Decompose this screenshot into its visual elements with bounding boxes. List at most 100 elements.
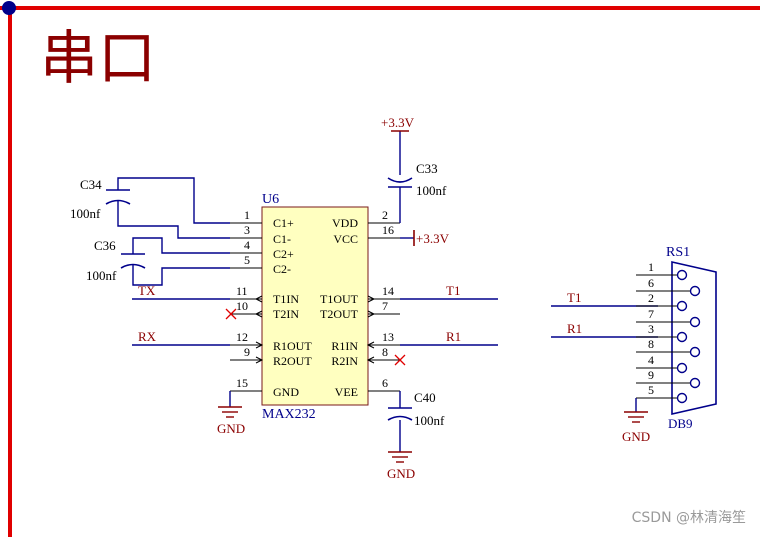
pin-num-13: 13 bbox=[382, 330, 394, 344]
pin-name-vee: VEE bbox=[335, 385, 358, 399]
c33-plate-top bbox=[387, 177, 413, 183]
c40-plate-bottom bbox=[387, 415, 413, 421]
pin-name-r2out: R2OUT bbox=[273, 354, 312, 368]
gnd-symbol-c40 bbox=[388, 451, 412, 463]
db9-pin-3 bbox=[676, 331, 688, 343]
db9-pin-7 bbox=[689, 316, 701, 328]
pin-name-r1in: R1IN bbox=[331, 339, 358, 353]
c34-ref: C34 bbox=[80, 177, 102, 192]
gnd-label-left: GND bbox=[217, 421, 245, 436]
pin-num-1: 1 bbox=[244, 208, 250, 222]
pin-num-7: 7 bbox=[382, 299, 388, 313]
pin-num-16: 16 bbox=[382, 223, 394, 237]
c36-value: 100nf bbox=[86, 268, 117, 283]
db9-pin-num-1: 1 bbox=[648, 260, 654, 274]
pin-name-t2out: T2OUT bbox=[320, 307, 359, 321]
db9-pin-num-2: 2 bbox=[648, 291, 654, 305]
max232-body[interactable] bbox=[261, 206, 369, 406]
db9-pin-1 bbox=[676, 269, 688, 281]
db9-pin-5 bbox=[676, 392, 688, 404]
pin-arrow-12 bbox=[255, 341, 264, 349]
db9-pin-num-4: 4 bbox=[648, 353, 654, 367]
pin-name-c1minus: C1- bbox=[273, 232, 291, 246]
pin-num-8: 8 bbox=[382, 345, 388, 359]
pin-name-r2in: R2IN bbox=[331, 354, 358, 368]
pin-arrow-7 bbox=[367, 310, 376, 318]
net-label-r1-db9: R1 bbox=[567, 321, 582, 336]
db9-pin-num-5: 5 bbox=[648, 383, 654, 397]
pin-arrow-9 bbox=[255, 356, 264, 364]
db9-pin-num-3: 3 bbox=[648, 322, 654, 336]
u6-designator: U6 bbox=[262, 192, 279, 207]
no-connect-t2in bbox=[225, 308, 237, 320]
pin-name-c2minus: C2- bbox=[273, 262, 291, 276]
db9-part-label: DB9 bbox=[668, 416, 693, 431]
c34-value: 100nf bbox=[70, 206, 101, 221]
wire-c34-bottom bbox=[117, 201, 230, 239]
vcc-pin16-label: +3.3V bbox=[416, 231, 450, 246]
max232-part-label: MAX232 bbox=[262, 407, 316, 422]
sheet-title: 串口 bbox=[40, 24, 156, 92]
pin-num-11: 11 bbox=[236, 284, 248, 298]
net-label-rx: RX bbox=[138, 329, 157, 344]
pin-num-4: 4 bbox=[244, 238, 250, 252]
pin-name-c2plus: C2+ bbox=[273, 247, 294, 261]
gnd-label-c40: GND bbox=[387, 466, 415, 481]
db9-pin-8 bbox=[689, 346, 701, 358]
c40-ref: C40 bbox=[414, 390, 436, 405]
capacitor-c40[interactable] bbox=[387, 407, 413, 421]
db9-pin-num-8: 8 bbox=[648, 337, 654, 351]
db9-pin-num-6: 6 bbox=[648, 276, 654, 290]
pin-arrow-11 bbox=[254, 295, 263, 303]
pin-name-vdd: VDD bbox=[332, 216, 358, 230]
capacitor-c36[interactable] bbox=[120, 253, 146, 269]
c36-plate-bottom bbox=[120, 263, 146, 269]
net-label-tx: TX bbox=[138, 283, 156, 298]
pin-num-14: 14 bbox=[382, 284, 394, 298]
pin-arrow-8 bbox=[366, 356, 375, 364]
wire-c36-bottom bbox=[132, 265, 230, 286]
no-connect-r2in bbox=[394, 354, 406, 366]
pin-num-5: 5 bbox=[244, 253, 250, 267]
pin-num-12: 12 bbox=[236, 330, 248, 344]
pin-name-vcc: VCC bbox=[333, 232, 358, 246]
capacitor-c34[interactable] bbox=[105, 189, 131, 205]
gnd-label-db9: GND bbox=[622, 429, 650, 444]
db9-pin-9 bbox=[689, 377, 701, 389]
db9-pin-6 bbox=[689, 285, 701, 297]
pin-arrow-14 bbox=[367, 295, 376, 303]
pin-num-6: 6 bbox=[382, 376, 388, 390]
pin-arrow-13 bbox=[366, 341, 375, 349]
csdn-watermark: CSDN @林清海笙 bbox=[631, 510, 746, 526]
pin-num-15: 15 bbox=[236, 376, 248, 390]
net-label-t1: T1 bbox=[446, 283, 460, 298]
pin-name-t1out: T1OUT bbox=[320, 292, 359, 306]
db9-shell[interactable] bbox=[671, 260, 717, 416]
pin-name-gnd: GND bbox=[273, 385, 299, 399]
db9-pin-2 bbox=[676, 300, 688, 312]
pin-name-c1plus: C1+ bbox=[273, 216, 294, 230]
net-label-t1-db9: T1 bbox=[567, 290, 581, 305]
capacitor-c33[interactable] bbox=[387, 177, 413, 188]
wire-c36-top bbox=[132, 237, 230, 254]
pin-name-t1in: T1IN bbox=[273, 292, 299, 306]
pin-num-3: 3 bbox=[244, 223, 250, 237]
c40-value: 100nf bbox=[414, 413, 445, 428]
pin-arrow-10 bbox=[254, 310, 263, 318]
pin-name-r1out: R1OUT bbox=[273, 339, 312, 353]
vcc-top-label: +3.3V bbox=[381, 115, 415, 130]
db9-designator: RS1 bbox=[666, 245, 690, 260]
db9-pin-4 bbox=[676, 362, 688, 374]
pin-num-10: 10 bbox=[236, 299, 248, 313]
gnd-symbol-left bbox=[218, 406, 242, 418]
c33-value: 100nf bbox=[416, 183, 447, 198]
db9-pin-num-7: 7 bbox=[648, 307, 654, 321]
wire-c34-top bbox=[117, 177, 230, 224]
c33-ref: C33 bbox=[416, 161, 438, 176]
pin-num-9: 9 bbox=[244, 345, 250, 359]
pin-num-2: 2 bbox=[382, 208, 388, 222]
c34-plate-bottom bbox=[105, 199, 131, 205]
db9-pin-num-9: 9 bbox=[648, 368, 654, 382]
sheet-corner-dot bbox=[2, 1, 16, 15]
